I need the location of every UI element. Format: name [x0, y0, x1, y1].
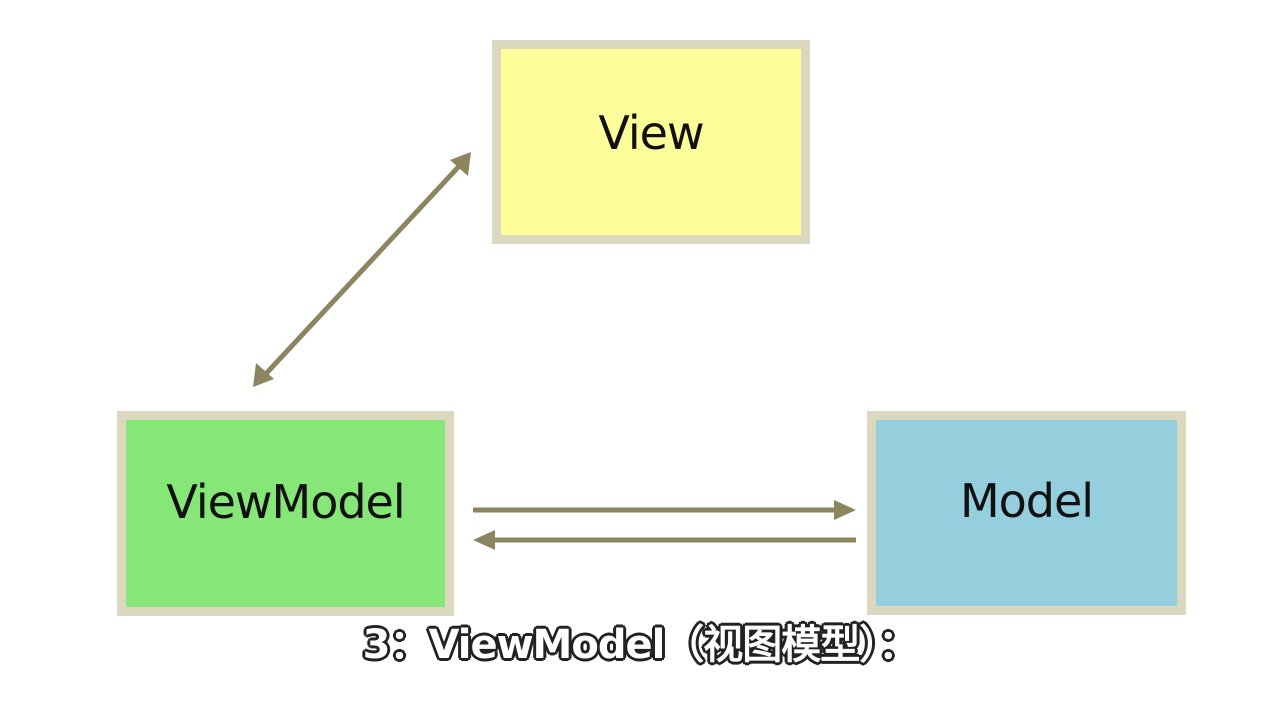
model-to-viewmodel-arrowhead	[473, 530, 495, 550]
viewmodel-to-model-arrowhead	[834, 500, 856, 520]
video-subtitle: 3：ViewModel（视图模型）：	[362, 622, 919, 668]
view-viewmodel-arrowhead-bottom	[253, 363, 274, 387]
model-node-label: Model	[959, 474, 1094, 528]
view-node-label: View	[598, 106, 704, 160]
view-node: View	[492, 40, 810, 244]
view-viewmodel-arrowhead-top	[450, 152, 471, 176]
view-viewmodel-arrow	[260, 160, 465, 380]
viewmodel-node-label: ViewModel	[166, 474, 405, 529]
viewmodel-node: ViewModel	[117, 411, 454, 616]
model-node: Model	[867, 411, 1186, 615]
